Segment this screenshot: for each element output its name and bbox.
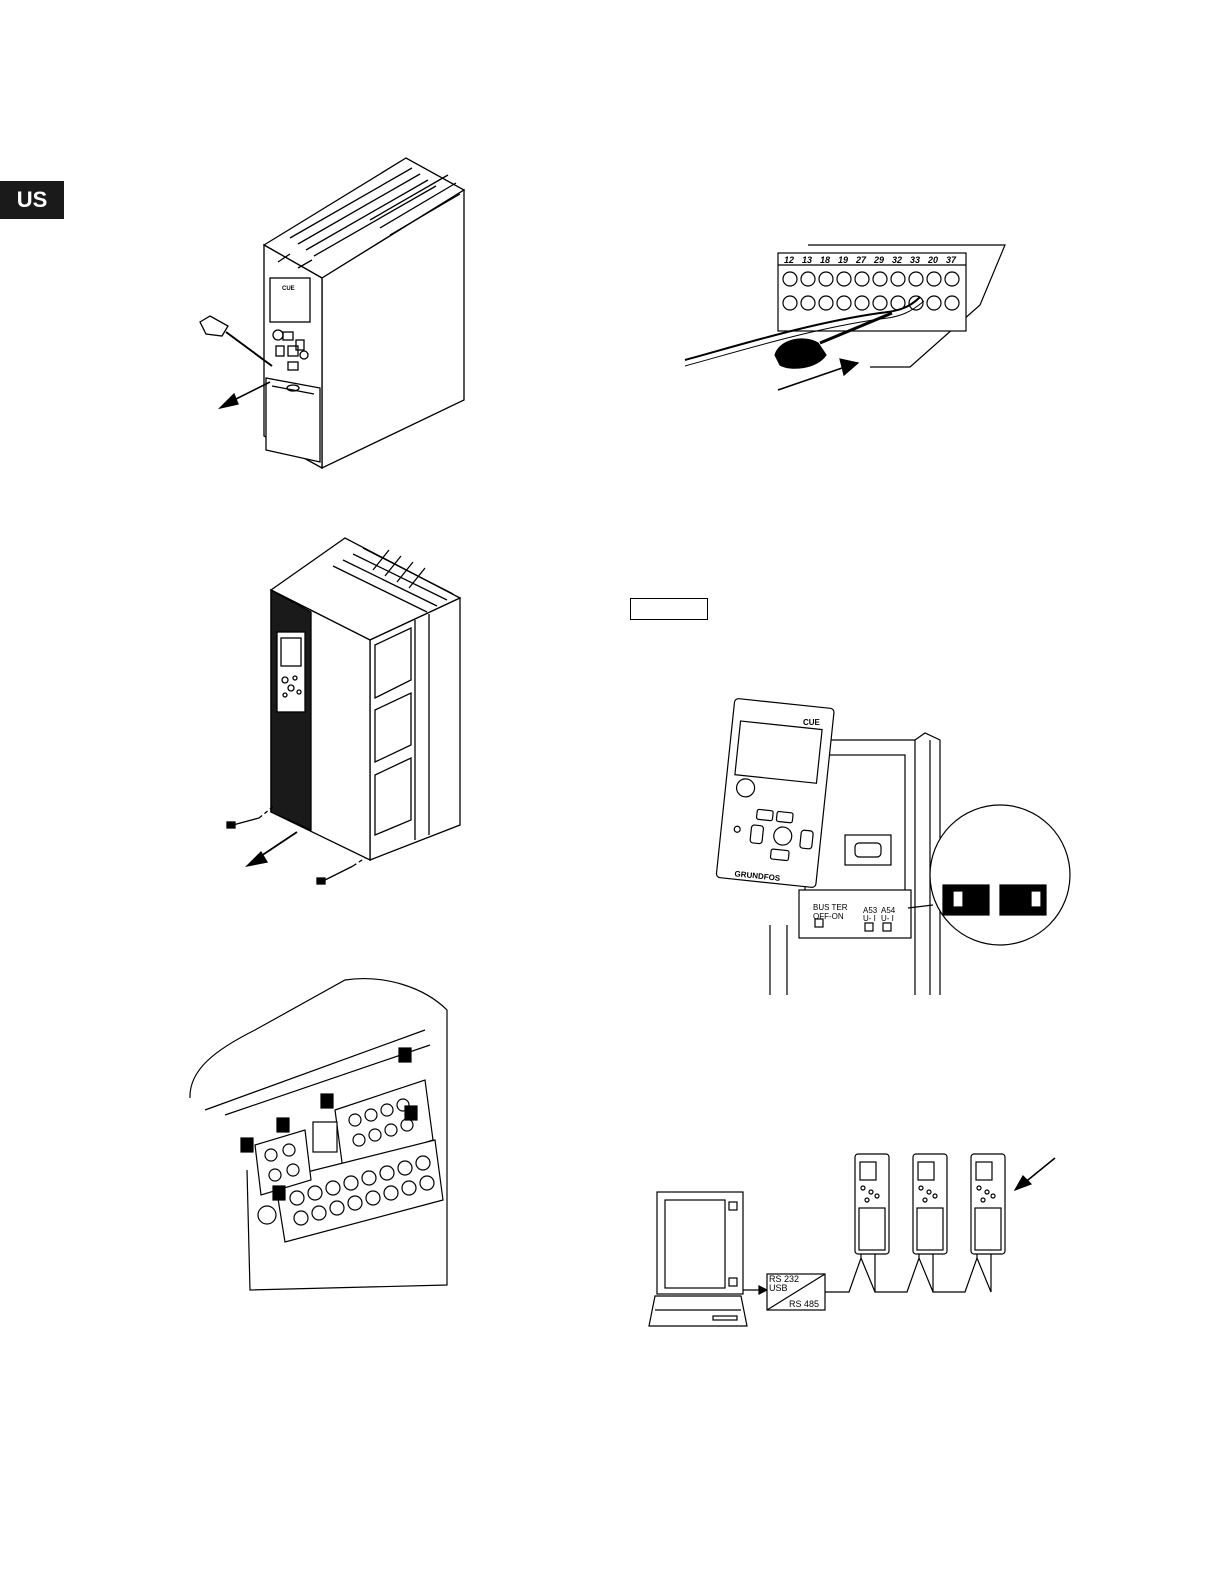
bus-term-line2: OFF-ON	[813, 912, 844, 921]
bus-term-line1: BUS TER	[813, 903, 848, 912]
terminal-20: 20	[927, 255, 938, 265]
figure-cover-removal-large	[215, 530, 475, 900]
terminal-32: 32	[892, 255, 902, 265]
figure-terminal-wiring: 12 13 18 19 27 29 32 33 20 37	[680, 235, 1015, 400]
terminal-12: 12	[784, 255, 794, 265]
figure-pc-connection: RS 232 USB RS 485	[645, 1150, 1065, 1345]
usb-label: USB	[769, 1283, 788, 1293]
terminal-27: 27	[855, 255, 867, 265]
terminal-29: 29	[873, 255, 884, 265]
language-tab: US	[0, 181, 64, 219]
a54-line2: U- I	[881, 914, 894, 923]
a53-line2: U- I	[863, 914, 876, 923]
figure-control-panel-switches: CUE GRUNDFOS BUS TER OFF-ON A53 U- I A54…	[715, 695, 1075, 1005]
blank-label-box	[630, 598, 708, 620]
terminal-13: 13	[802, 255, 812, 265]
figure-terminal-blocks	[185, 970, 455, 1295]
cue-label: CUE	[282, 286, 295, 292]
figure-cover-removal-small: CUE	[180, 150, 480, 480]
terminal-18: 18	[820, 255, 830, 265]
terminal-19: 19	[838, 255, 848, 265]
terminal-33: 33	[910, 255, 920, 265]
panel-cue-label: CUE	[803, 718, 821, 727]
rs485-label: RS 485	[789, 1299, 819, 1309]
terminal-37: 37	[946, 255, 957, 265]
